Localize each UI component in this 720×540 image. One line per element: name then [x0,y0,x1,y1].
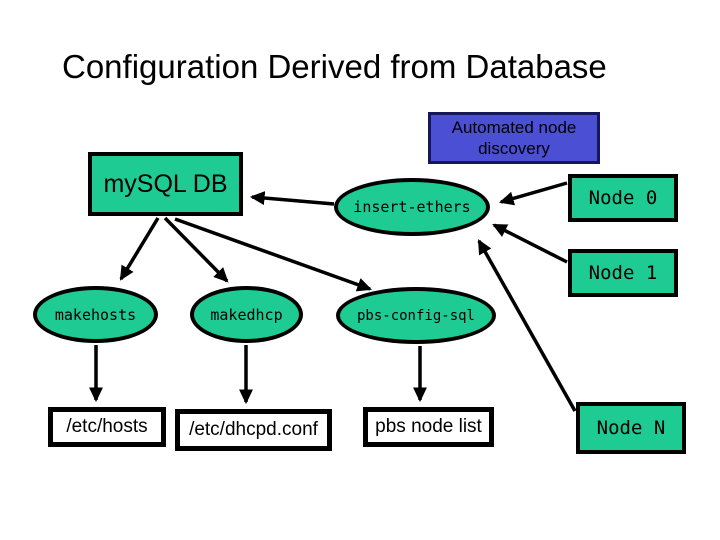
makehosts-label: makehosts [54,305,137,324]
pbs-node-list-label: pbs node list [375,416,482,437]
makedhcp-ellipse: makedhcp [190,286,303,343]
edge-nodeN-to-insertethers [477,239,577,412]
etc-dhcpd-conf-box: /etc/dhcpd.conf [175,409,332,451]
node-n-label: Node N [596,417,666,439]
callout-label: Automated node discovery [451,117,577,158]
mysql-db-label: mySQL DB [103,169,228,198]
insert-ethers-ellipse: insert-ethers [334,178,490,236]
edge-insertethers-to-db [249,191,335,206]
edge-node0-to-insertethers [498,181,568,206]
makehosts-ellipse: makehosts [33,286,158,343]
node-1-box: Node 1 [568,249,678,297]
etc-dhcpd-conf-label: /etc/dhcpd.conf [189,419,318,440]
pbs-config-sql-ellipse: pbs-config-sql [336,287,496,344]
pbs-config-sql-label: pbs-config-sql [356,307,475,324]
edge-db-to-makedhcp [163,216,229,283]
node-0-box: Node 0 [568,174,678,222]
makedhcp-label: makedhcp [210,305,283,324]
etc-hosts-label: /etc/hosts [66,416,148,437]
pbs-node-list-box: pbs node list [363,407,494,447]
node-n-box: Node N [576,402,686,454]
mysql-db-box: mySQL DB [88,152,243,216]
edge-db-to-pbsconfig [174,217,372,292]
edge-db-to-makehosts [119,217,160,281]
insert-ethers-label: insert-ethers [353,198,471,216]
edge-node1-to-insertethers [492,223,568,264]
node-1-label: Node 1 [588,262,658,284]
node-0-label: Node 0 [588,187,658,209]
automated-node-discovery-callout: Automated node discovery [428,112,600,164]
etc-hosts-box: /etc/hosts [48,407,166,447]
slide-title: Configuration Derived from Database [62,48,607,85]
